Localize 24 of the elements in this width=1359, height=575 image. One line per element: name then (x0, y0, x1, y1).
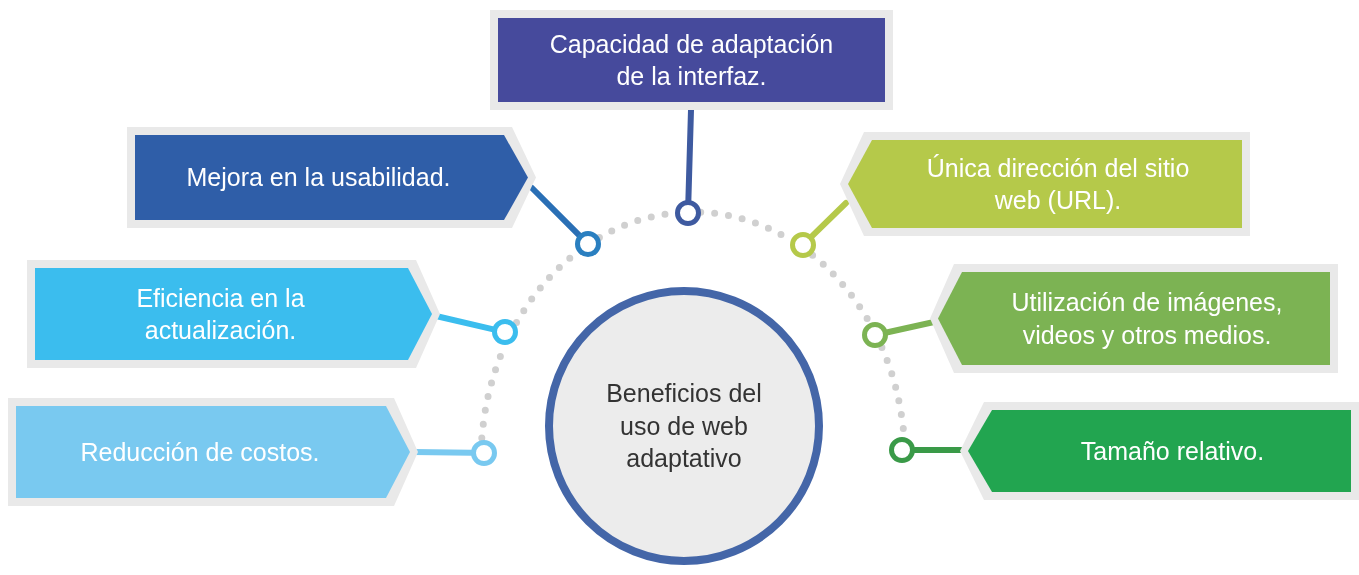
hub-text: Beneficios del uso de web adaptativo (605, 378, 763, 475)
box-text: Única dirección del sitio web (URL). (925, 152, 1191, 216)
connector-line (809, 200, 849, 239)
box-text: Reducción de costos. (80, 436, 320, 468)
ring-marker (675, 200, 701, 226)
arrow-tag-box (960, 402, 1359, 500)
arrow-tag-box (490, 10, 893, 110)
box-text: Eficiencia en la actualización. (135, 282, 306, 346)
ring-marker (471, 440, 497, 466)
connector-line (529, 185, 582, 238)
ring-marker (790, 232, 816, 258)
box-text: Tamaño relativo. (1080, 435, 1265, 467)
ring-marker (492, 319, 518, 345)
box-text: Utilización de imágenes, videos y otros medios. (1010, 287, 1284, 351)
arrow-tag-box (27, 260, 440, 368)
ring-marker (862, 322, 888, 348)
box-text: Capacidad de adaptación de la interfaz. (548, 28, 835, 92)
ring-marker (889, 437, 915, 463)
arrow-tag-box (127, 127, 536, 228)
arrow-tag-box (840, 132, 1250, 236)
box-text: Mejora en la usabilidad. (186, 162, 451, 194)
arrow-tag-box (8, 398, 418, 506)
ring-marker (575, 231, 601, 257)
arrow-tag-box (930, 264, 1338, 373)
